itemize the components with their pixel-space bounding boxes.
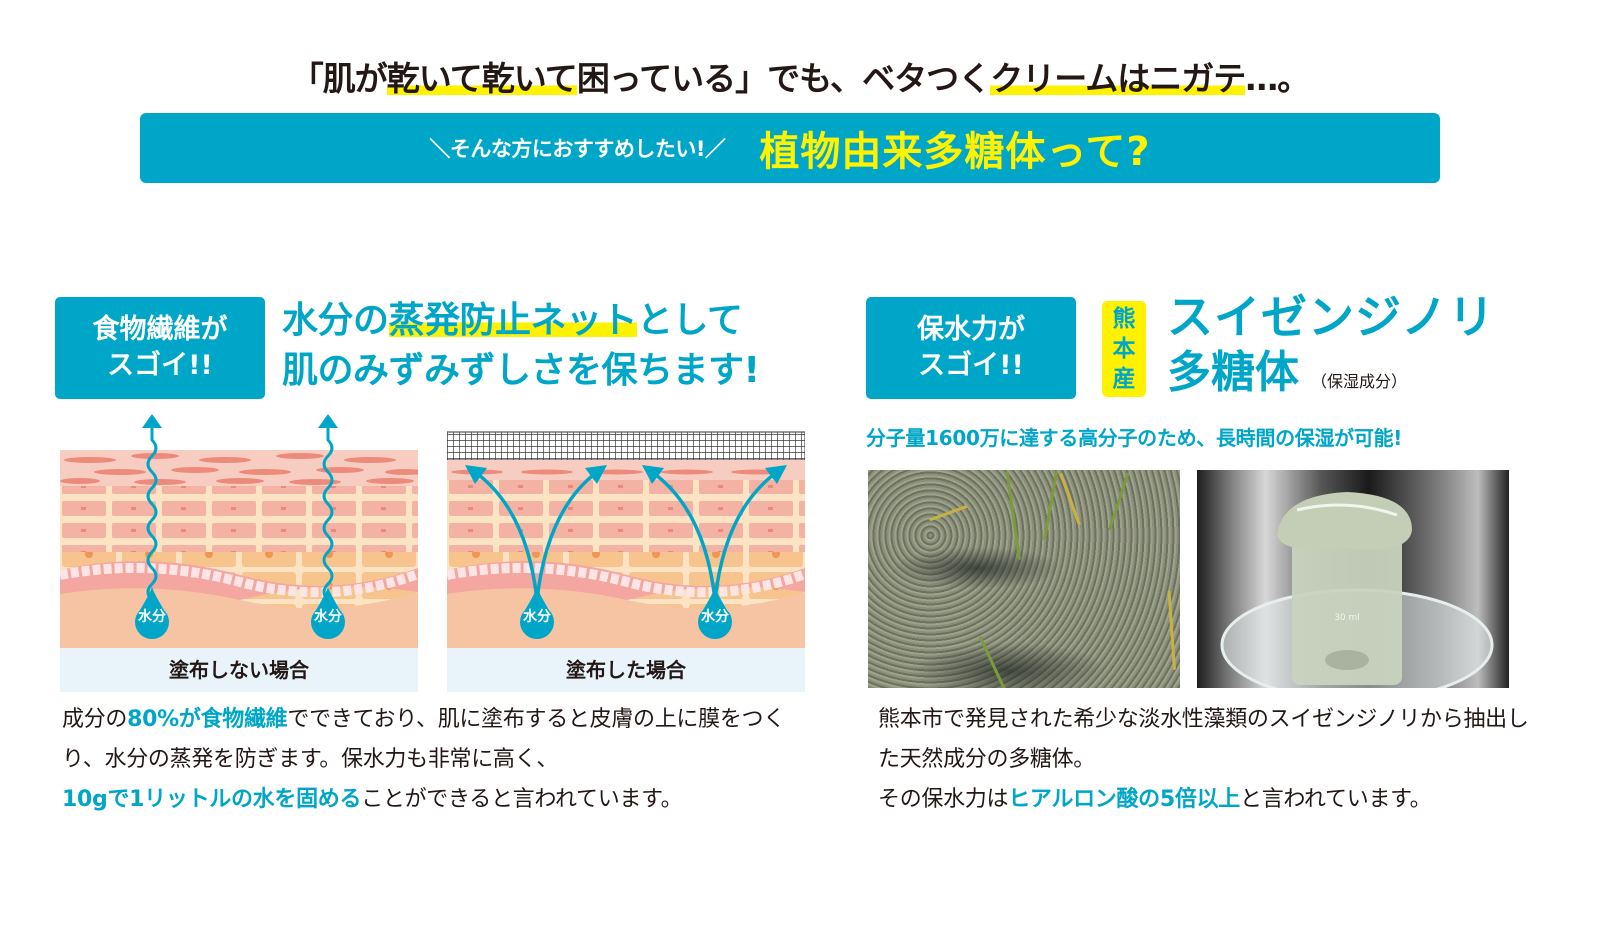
left-description: 成分の80%が食物繊維でできており、肌に塗布すると皮膚の上に膜をつくり、水分の蒸… bbox=[62, 700, 822, 820]
water-drop-icon bbox=[311, 586, 345, 640]
origin-char: 本 bbox=[1112, 336, 1136, 362]
svg-text:水分: 水分 bbox=[138, 608, 166, 625]
body-text: ことができると言われています。 bbox=[361, 787, 683, 812]
body-emphasis: 10gで1リットルの水を固める bbox=[62, 787, 362, 812]
title-line2: 肌のみずみずしさを保ちます! bbox=[282, 350, 760, 391]
title-highlight: 蒸発防止ネット bbox=[388, 300, 638, 341]
badge-line: スゴイ!! bbox=[918, 350, 1024, 381]
skin-diagram-untreated: 水分 水分 塗布しない場合 bbox=[60, 410, 418, 692]
headline-highlight-cream: クリームはニガテ bbox=[990, 59, 1246, 98]
arrow-icon bbox=[465, 465, 487, 484]
svg-text:水分: 水分 bbox=[314, 608, 342, 625]
banner-subtitle: ＼そんな方におすすめしたい!／ bbox=[429, 137, 726, 161]
beaker-gel-photo: 30 ml bbox=[1197, 470, 1509, 688]
title-line1: スイゼンジノリ bbox=[1167, 290, 1496, 344]
body-text: その保水力は bbox=[878, 787, 1009, 812]
banner-title: 植物由来多糖体って? bbox=[759, 129, 1151, 175]
arrow-up-icon bbox=[142, 414, 162, 428]
beaker-illustration: 30 ml bbox=[1220, 492, 1494, 688]
molecular-weight-note: 分子量1600万に達する高分子のため、長時間の保湿が可能! bbox=[866, 426, 1403, 450]
arrow-icon bbox=[765, 465, 787, 484]
diagram-caption-treated: 塗布した場合 bbox=[447, 648, 805, 692]
kumamoto-origin-tag: 熊 本 産 bbox=[1102, 301, 1146, 397]
body-emphasis: 80%が食物繊維 bbox=[127, 707, 288, 732]
body-text: 成分の bbox=[62, 707, 128, 732]
body-text: でできており、肌に塗布すると皮膚の上に膜をつくり、水分の蒸発を防ぎます。保水力も… bbox=[62, 707, 785, 772]
water-drop-icon bbox=[698, 586, 732, 640]
badge-line: スゴイ!! bbox=[107, 350, 213, 381]
body-text: と言われています。 bbox=[1240, 787, 1432, 812]
skin-layers-net-illustration: 水分 水分 bbox=[447, 431, 805, 650]
left-section-title: 水分の蒸発防止ネットとして 肌のみずみずしさを保ちます! bbox=[282, 296, 822, 396]
title-note: （保湿成分） bbox=[1311, 372, 1408, 391]
origin-char: 熊 bbox=[1112, 306, 1136, 332]
headline: 「肌が乾いて乾いて困っている」でも、ベタつくクリームはニガテ…。 bbox=[0, 52, 1600, 100]
headline-highlight-dry: 乾いて乾いて bbox=[386, 59, 578, 98]
skin-layers-illustration: 水分 水分 bbox=[60, 414, 418, 650]
water-drop-icon bbox=[135, 586, 169, 640]
origin-char: 産 bbox=[1112, 366, 1136, 392]
skin-diagram-treated: 水分 水分 塗布した場合 bbox=[447, 410, 805, 692]
svg-text:30 ml: 30 ml bbox=[1334, 613, 1360, 623]
fiber-badge: 食物繊維が スゴイ!! bbox=[55, 297, 265, 399]
right-description: 熊本市で発見された希少な淡水性藻類のスイゼンジノリから抽出した天然成分の多糖体。… bbox=[878, 700, 1538, 820]
right-section-title: スイゼンジノリ 多糖体 （保湿成分） bbox=[1167, 288, 1495, 409]
arrow-up-icon bbox=[318, 414, 338, 428]
body-text: 熊本市で発見された希少な淡水性藻類のスイゼンジノリから抽出した天然成分の多糖体。 bbox=[878, 707, 1529, 772]
svg-text:水分: 水分 bbox=[701, 608, 729, 625]
arrow-icon bbox=[642, 465, 664, 484]
arrow-icon bbox=[585, 465, 607, 484]
diagram-caption-untreated: 塗布しない場合 bbox=[60, 648, 418, 692]
body-emphasis: ヒアルロン酸の5倍以上 bbox=[1008, 787, 1240, 812]
water-drop-icon bbox=[520, 586, 554, 640]
recommend-banner: ＼そんな方におすすめしたい!／ 植物由来多糖体って? bbox=[140, 113, 1440, 183]
badge-line: 保水力が bbox=[917, 314, 1025, 345]
svg-text:水分: 水分 bbox=[523, 608, 551, 625]
protective-net bbox=[447, 431, 805, 461]
headline-text: 「肌が bbox=[290, 59, 388, 98]
title-text: として bbox=[637, 300, 743, 341]
title-line2: 多糖体 bbox=[1167, 347, 1299, 398]
suizenji-nori-pond-photo bbox=[868, 470, 1180, 688]
badge-line: 食物繊維が bbox=[92, 314, 228, 345]
headline-text: …。 bbox=[1245, 59, 1310, 98]
water-retention-badge: 保水力が スゴイ!! bbox=[866, 297, 1076, 399]
headline-text: 困っている」でも、ベタつく bbox=[576, 59, 991, 98]
title-text: 水分の bbox=[282, 300, 389, 341]
